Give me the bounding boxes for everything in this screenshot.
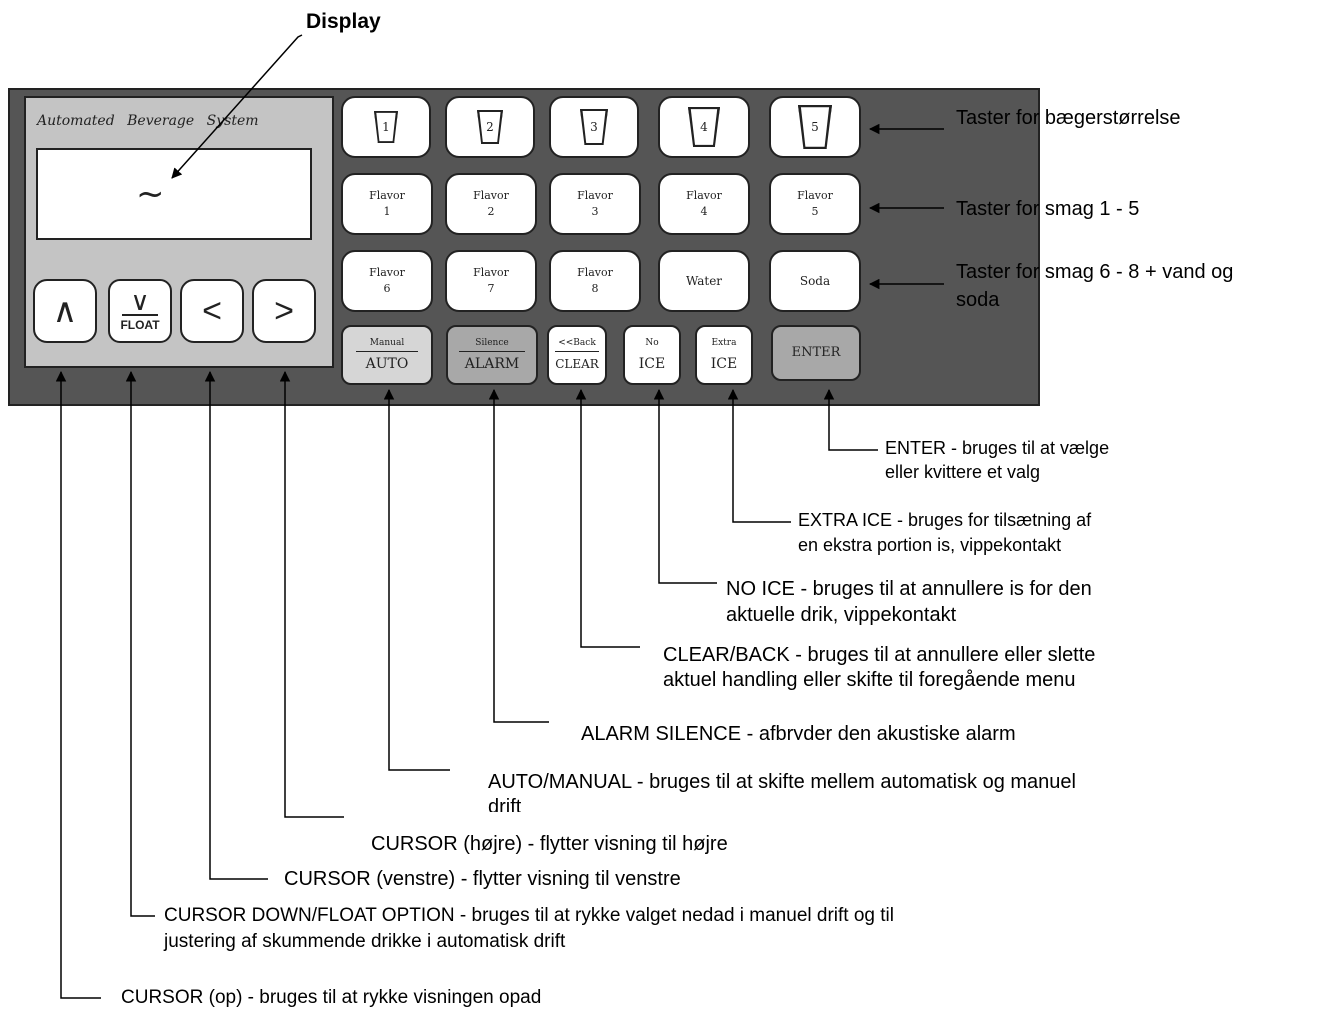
water-key[interactable]: Water — [658, 250, 750, 312]
flavor-6-8-label-line1: Taster for smag 6 - 8 + vand og — [956, 261, 1234, 283]
cup-icon: 3 — [580, 109, 608, 145]
cup-size-2-key[interactable]: 2 — [445, 96, 535, 158]
float-label: FLOAT — [120, 318, 160, 332]
no-ice-callout-1: NO ICE - bruges til at annullere is for … — [726, 578, 1092, 600]
cup-icon: 5 — [798, 105, 832, 149]
extra-ice-key[interactable]: Extra ICE — [695, 325, 753, 385]
no-ice-callout-2: aktuelle drik, vippekontakt — [726, 604, 957, 626]
cursor-left-key[interactable]: < — [180, 279, 244, 343]
enter-arrow — [823, 388, 878, 451]
alarm-callout: ALARM SILENCE - afbryder den akustiske a… — [581, 723, 1016, 740]
clear-callout-2: aktuel handling eller skifte til foregåe… — [663, 669, 1076, 691]
no-ice-key[interactable]: No ICE — [623, 325, 681, 385]
cursor-up-callout: CURSOR (op) - bruges til at rykke visnin… — [121, 987, 542, 1008]
cursor-left-arrow — [204, 370, 268, 880]
soda-key[interactable]: Soda — [769, 250, 861, 312]
clear-back-key[interactable]: <<Back CLEAR — [547, 325, 607, 385]
cursor-up-arrow — [55, 370, 101, 999]
cursor-down-arrow — [125, 370, 155, 917]
right-arrow-icon: > — [274, 291, 294, 330]
enter-callout-1: ENTER - bruges til at vælge — [885, 438, 1110, 458]
left-arrow-icon: < — [202, 291, 222, 330]
alarm-silence-key[interactable]: Silence ALARM — [446, 325, 538, 385]
extra-ice-callout-2: en ekstra portion is, vippekontakt — [798, 535, 1062, 555]
clear-callout-1: CLEAR/BACK - bruges til at annullere ell… — [663, 644, 1096, 666]
lcd-display: ~ — [36, 148, 312, 240]
up-arrow-icon: ∧ — [52, 292, 78, 330]
enter-key[interactable]: ENTER — [771, 325, 861, 381]
cursor-down-callout-2: justering af skummende drikke i automati… — [164, 931, 566, 952]
cup-icon: 4 — [688, 107, 720, 147]
cursor-down-callout-1: CURSOR DOWN/FLOAT OPTION - bruges til at… — [164, 905, 894, 926]
cursor-right-callout: CURSOR (højre) - flytter visning til høj… — [371, 833, 728, 855]
auto-manual-key[interactable]: Manual AUTO — [341, 325, 433, 385]
display-pointer — [171, 34, 303, 179]
cursor-down-float-key[interactable]: ∨ FLOAT — [108, 279, 172, 343]
cup-size-5-key[interactable]: 5 — [769, 96, 861, 158]
no-ice-arrow — [653, 388, 717, 584]
cursor-left-callout: CURSOR (venstre) - flytter visning til v… — [284, 868, 681, 890]
extra-ice-arrow — [727, 388, 791, 523]
alarm-arrow — [488, 388, 549, 723]
cursor-right-key[interactable]: > — [252, 279, 316, 343]
cup-size-3-key[interactable]: 3 — [549, 96, 639, 158]
auto-arrow — [383, 388, 450, 771]
clear-arrow — [575, 388, 640, 648]
cursor-up-key[interactable]: ∧ — [33, 279, 97, 343]
brand-text: Automated Beverage System — [37, 113, 259, 129]
display-glyph: ~ — [136, 174, 165, 214]
cup-size-4-key[interactable]: 4 — [658, 96, 750, 158]
enter-callout-2: eller kvittere et valg — [885, 462, 1041, 482]
cup-size-1-key[interactable]: 1 — [341, 96, 431, 158]
cursor-right-arrow — [279, 370, 344, 818]
auto-callout-1: AUTO/MANUAL - bruges til at skifte melle… — [488, 771, 1076, 793]
cup-icon: 2 — [477, 110, 503, 144]
flavor-6-8-label-line2: soda — [956, 289, 1000, 311]
auto-callout-2: drift — [488, 796, 522, 812]
flavor-1-5-label: Taster for smag 1 - 5 — [956, 198, 1140, 220]
extra-ice-callout-1: EXTRA ICE - bruges for tilsætning af — [798, 510, 1092, 530]
down-arrow-icon: ∨ — [122, 288, 158, 316]
cup-icon: 1 — [374, 111, 398, 143]
display-label: Display — [306, 10, 381, 33]
cup-size-label: Taster for bægerstørrelse — [956, 107, 1181, 129]
